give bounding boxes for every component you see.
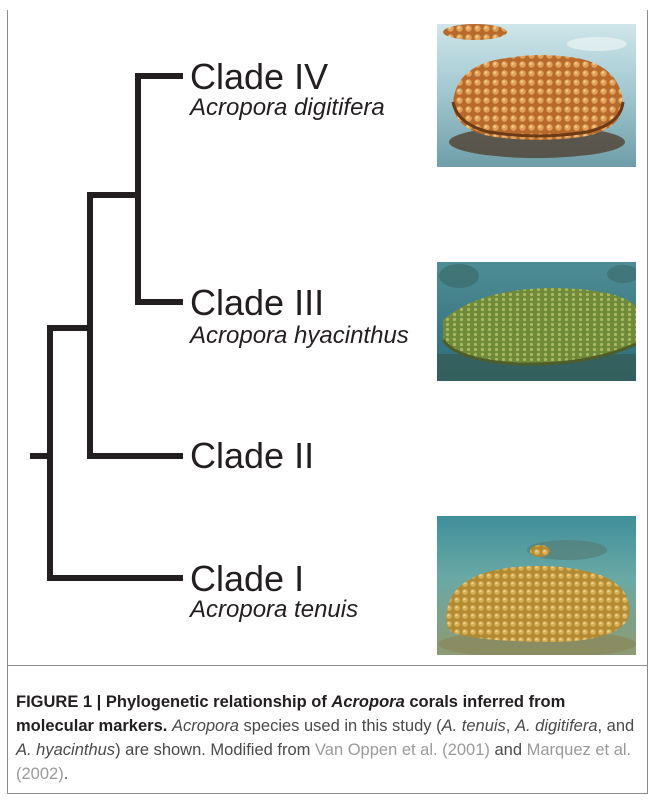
- caption-species-2: A. digitifera: [515, 717, 598, 735]
- caption-separator-2: , and: [598, 717, 635, 735]
- caption-body-1: species used in this study (: [239, 717, 442, 735]
- caption-body-genus: Acropora: [172, 717, 239, 735]
- clade-i-label: Clade I: [190, 559, 304, 599]
- caption-and: and: [490, 741, 527, 759]
- figure-caption: FIGURE 1 | Phylogenetic relationship of …: [16, 690, 640, 786]
- caption-species-3: A. hyacinthus: [16, 741, 115, 759]
- coral-photo-digitifera: [437, 24, 636, 167]
- species-hyacinthus-label: Acropora hyacinthus: [190, 322, 409, 350]
- clade-iii-label: Clade III: [190, 283, 324, 323]
- coral-photo-hyacinthus: [437, 262, 636, 381]
- clade-iv-label: Clade IV: [190, 57, 328, 97]
- caption-end: .: [64, 765, 69, 783]
- caption-separator-1: ,: [506, 717, 515, 735]
- caption-figure-label: FIGURE 1 | Phylogenetic relationship of: [16, 693, 331, 711]
- caption-divider: [8, 665, 648, 666]
- species-digitifera-label: Acropora digitifera: [190, 94, 385, 122]
- caption-title-genus: Acropora: [331, 693, 404, 711]
- coral-photo-tenuis: [437, 516, 636, 655]
- caption-body-2: ) are shown. Modified from: [115, 741, 315, 759]
- caption-species-1: A. tenuis: [442, 717, 506, 735]
- species-tenuis-label: Acropora tenuis: [190, 596, 358, 624]
- clade-ii-label: Clade II: [190, 436, 314, 476]
- reference-link-van-oppen[interactable]: Van Oppen et al. (2001): [315, 741, 490, 759]
